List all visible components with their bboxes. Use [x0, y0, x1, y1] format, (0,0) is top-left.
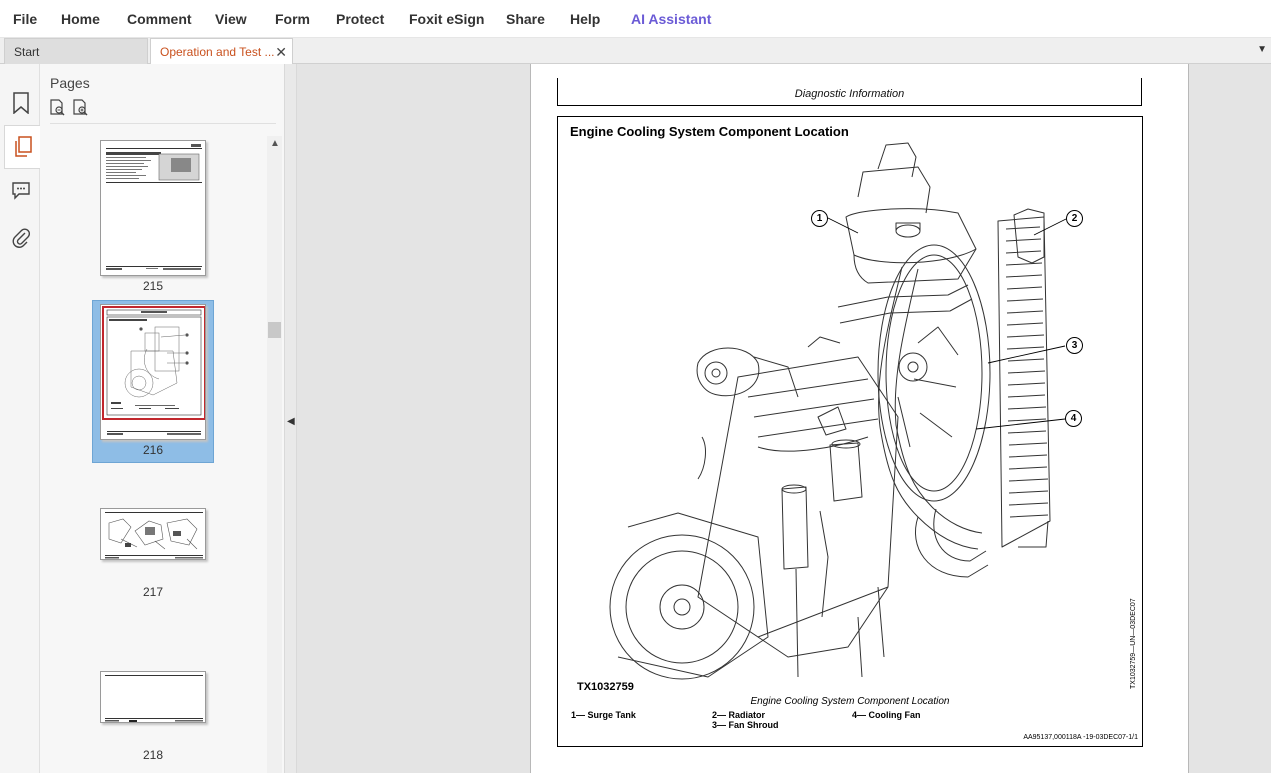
- menu-help[interactable]: Help: [570, 11, 601, 27]
- menu-home[interactable]: Home: [61, 11, 100, 27]
- tab-start[interactable]: Start: [4, 38, 148, 64]
- menu-view[interactable]: View: [215, 11, 247, 27]
- legend-cooling-fan: 4— Cooling Fan: [852, 710, 921, 720]
- document-reference: AA95137,000118A -19-03DEC07-1/1: [1023, 734, 1138, 741]
- figure-side-reference: TX1032759—UN—03DEC07: [1130, 598, 1137, 689]
- menu-bar: File Home Comment View Form Protect Foxi…: [0, 0, 1271, 38]
- attachment-icon[interactable]: [8, 225, 34, 251]
- page-thumbnail-216[interactable]: [100, 304, 206, 440]
- page-number-218: 218: [142, 748, 164, 762]
- menu-protect[interactable]: Protect: [336, 11, 385, 27]
- menu-foxit-esign[interactable]: Foxit eSign: [409, 11, 485, 27]
- page-header: Diagnostic Information: [557, 78, 1142, 106]
- tab-document-label: Operation and Test ...: [160, 45, 275, 59]
- page-header-text: Diagnostic Information: [794, 88, 905, 100]
- pages-panel: Pages 215: [40, 64, 284, 773]
- page-thumbnail-215[interactable]: [100, 140, 206, 276]
- menu-file[interactable]: File: [13, 11, 38, 27]
- page-number-216: 216: [142, 443, 164, 457]
- comment-icon[interactable]: [8, 177, 34, 203]
- navigation-rail: [0, 64, 40, 773]
- document-viewer[interactable]: Diagnostic Information Engine Cooling Sy…: [297, 64, 1271, 773]
- legend-surge-tank: 1— Surge Tank: [571, 710, 636, 720]
- page-number-215: 215: [142, 279, 164, 293]
- figure-caption: Engine Cooling System Component Location: [750, 696, 950, 707]
- panel-divider: [50, 123, 276, 124]
- close-icon[interactable]: ✕: [275, 44, 287, 60]
- figure-id: TX1032759: [577, 681, 634, 693]
- menu-ai-assistant[interactable]: AI Assistant: [631, 11, 712, 27]
- page-number-217: 217: [142, 585, 164, 599]
- callout-4: 4: [1065, 410, 1082, 427]
- tab-bar: Start Operation and Test ... ✕ ▼: [0, 38, 1271, 64]
- callout-2: 2: [1066, 210, 1083, 227]
- page-thumbnail-217[interactable]: [100, 508, 206, 560]
- document-page: Diagnostic Information Engine Cooling Sy…: [530, 64, 1189, 773]
- menu-comment[interactable]: Comment: [127, 11, 192, 27]
- scroll-up-icon[interactable]: ▲: [270, 138, 280, 149]
- tab-start-label: Start: [14, 45, 40, 59]
- scrollbar-thumb[interactable]: [268, 322, 281, 338]
- figure-title: Engine Cooling System Component Location: [570, 124, 849, 139]
- menu-share[interactable]: Share: [506, 11, 545, 27]
- bookmark-icon[interactable]: [8, 90, 34, 116]
- legend-fan-shroud: 3— Fan Shroud: [712, 720, 779, 730]
- panel-title: Pages: [50, 75, 90, 91]
- page-zoom-out-icon[interactable]: [49, 99, 67, 117]
- tab-document[interactable]: Operation and Test ... ✕: [150, 38, 293, 64]
- menu-form[interactable]: Form: [275, 11, 310, 27]
- collapse-panel-icon[interactable]: ◀: [287, 416, 295, 427]
- pages-panel-icon[interactable]: [4, 125, 40, 169]
- legend-radiator: 2— Radiator: [712, 710, 766, 720]
- page-thumbnail-218[interactable]: [100, 671, 206, 723]
- callout-1: 1: [811, 210, 828, 227]
- panel-collapse-gutter[interactable]: ◀: [284, 64, 297, 773]
- tab-overflow-icon[interactable]: ▼: [1257, 44, 1267, 55]
- callout-3: 3: [1066, 337, 1083, 354]
- figure-box: Engine Cooling System Component Location: [557, 116, 1143, 747]
- pages-panel-scrollbar[interactable]: ▲: [267, 136, 282, 773]
- engine-cooling-illustration: [609, 142, 1067, 680]
- page-zoom-in-icon[interactable]: [72, 99, 90, 117]
